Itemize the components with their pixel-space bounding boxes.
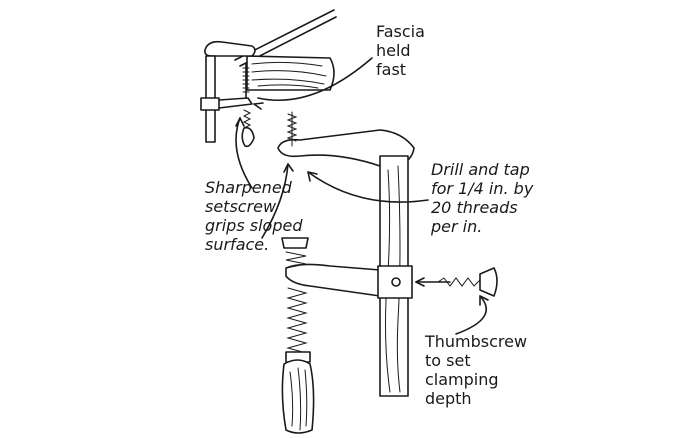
sharpened-leader-upper bbox=[235, 117, 253, 189]
fascia-label: Fascia held fast bbox=[376, 22, 425, 79]
thumbscrew-leader bbox=[455, 295, 488, 335]
leader-lines bbox=[235, 57, 489, 335]
inset-clamp-drawing bbox=[200, 9, 337, 148]
thumbscrew-label: Thumbscrew to set clamping depth bbox=[425, 332, 528, 408]
drill-and-tap-label: Drill and tap for 1/4 in. by 20 threads … bbox=[431, 160, 534, 236]
fascia-leader bbox=[257, 57, 373, 102]
sharpened-setscrew-label: Sharpened setscrew grips sloped surface. bbox=[205, 178, 303, 254]
sharpened-leader-lower bbox=[261, 163, 289, 239]
large-clamp-drawing bbox=[277, 111, 498, 434]
drill-leader bbox=[307, 171, 429, 203]
